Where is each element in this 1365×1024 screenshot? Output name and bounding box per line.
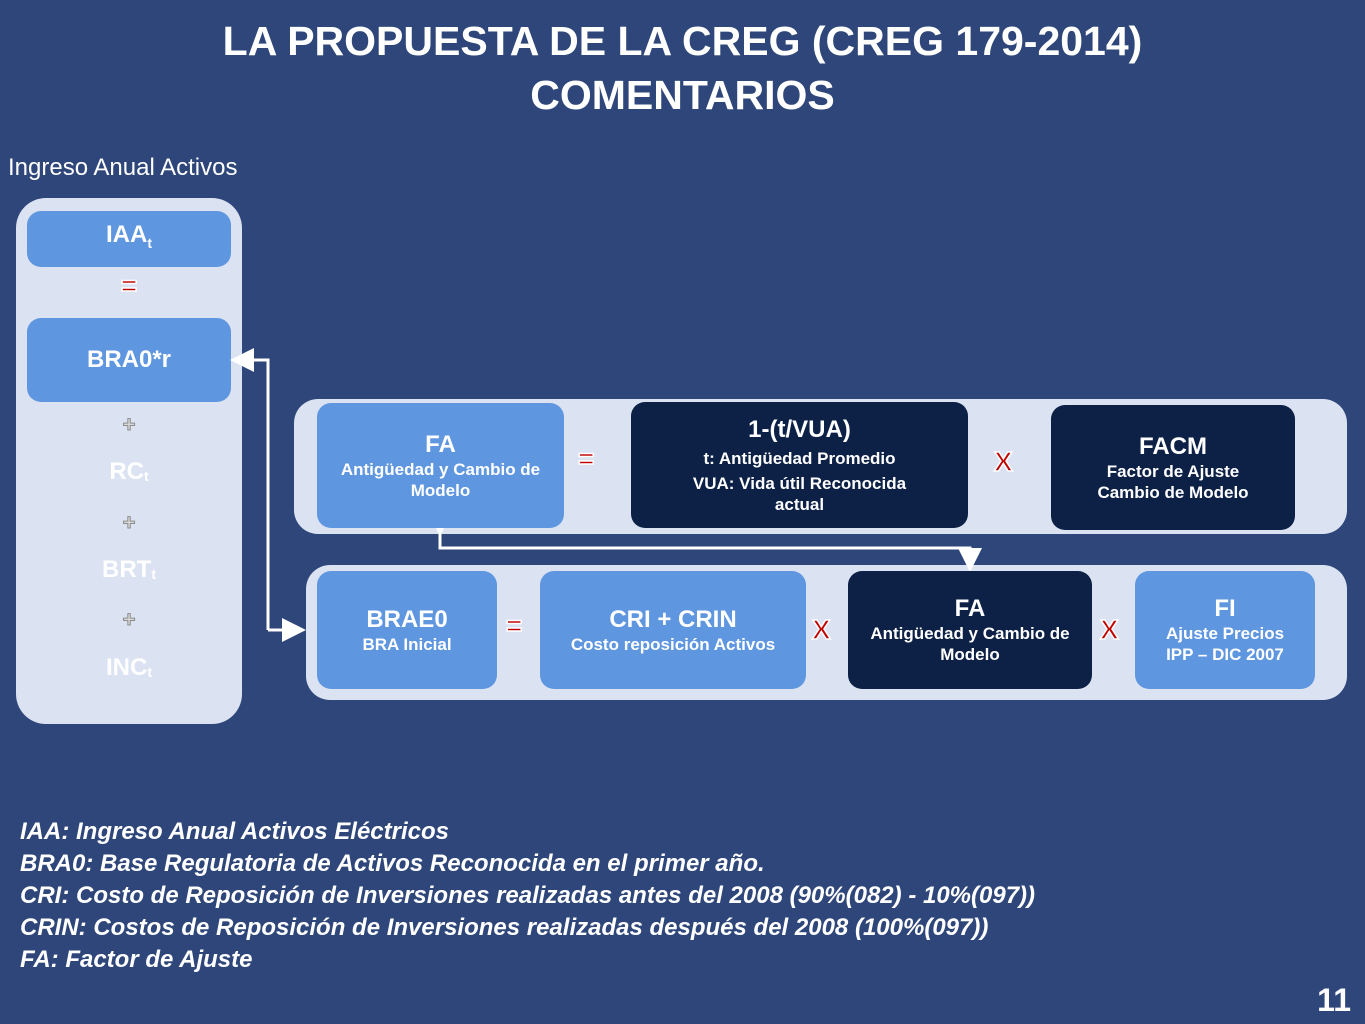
vua-line-2: VUA: Vida útil Reconocida actual <box>692 473 907 514</box>
fa-box-bottom: FA Antigüedad y Cambio de Modelo <box>848 571 1092 689</box>
cri-crin-desc: Costo reposición Activos <box>570 634 776 654</box>
row2-times-sign-1: X <box>811 613 831 646</box>
fi-title: FI <box>1214 595 1236 622</box>
iaa-label: IAA <box>105 221 148 249</box>
brae0-title: BRAE0 <box>366 605 448 633</box>
vua-title: 1-(t/VUA) <box>748 415 851 443</box>
title-line-2: COMENTARIOS <box>530 72 835 118</box>
fa-link-arrow <box>428 512 982 572</box>
fa-top-title: FA <box>425 430 456 458</box>
plus-sign-1: + <box>122 412 136 438</box>
bra0r-box: BRA0*r <box>27 318 231 402</box>
fi-desc: Ajuste Precios IPP – DIC 2007 <box>1165 624 1285 664</box>
note-crin: CRIN: Costos de Reposición de Inversione… <box>20 914 989 941</box>
fa-top-desc: Antigüedad y Cambio de Modelo <box>340 459 541 500</box>
inc-term: INCt <box>16 654 242 682</box>
brt-subscript: t <box>151 566 156 582</box>
cri-crin-box: CRI + CRIN Costo reposición Activos <box>540 571 806 689</box>
section-label: Ingreso Anual Activos <box>8 154 238 181</box>
row1-equals-sign: = <box>577 442 595 475</box>
note-fa: FA: Factor de Ajuste <box>20 946 253 973</box>
title-line-1: LA PROPUESTA DE LA CREG (CREG 179-2014) <box>222 18 1143 64</box>
inc-label: INC <box>105 654 148 681</box>
iaa-box: IAAt <box>27 211 231 267</box>
brt-term: BRTt <box>16 556 242 584</box>
plus-sign-2: + <box>122 510 136 536</box>
bra0r-label: BRA0*r <box>86 346 172 373</box>
cri-crin-title: CRI + CRIN <box>609 605 737 633</box>
vua-line-1: t: Antigüedad Promedio <box>703 448 896 468</box>
fa-bottom-desc: Antigüedad y Cambio de Modelo <box>870 624 1070 664</box>
definitions-notes: IAA: Ingreso Anual Activos Eléctricos BR… <box>20 816 1035 976</box>
left-formula-panel <box>16 198 242 724</box>
rc-subscript: t <box>144 468 149 484</box>
fa-box-top: FA Antigüedad y Cambio de Modelo <box>317 403 564 528</box>
inc-subscript: t <box>147 664 152 680</box>
row2-times-sign-2: X <box>1099 613 1119 646</box>
brt-label: BRT <box>102 556 152 583</box>
page-number: 11 <box>1317 982 1351 1018</box>
row1-times-sign: X <box>993 445 1013 478</box>
note-bra0: BRA0: Base Regulatoria de Activos Recono… <box>20 850 765 877</box>
fa-bottom-title: FA <box>954 595 986 622</box>
rc-label: RC <box>109 458 144 485</box>
facm-box: FACM Factor de Ajuste Cambio de Modelo <box>1051 405 1295 530</box>
brae0-box: BRAE0 BRA Inicial <box>317 571 497 689</box>
row2-equals-sign: = <box>505 609 523 642</box>
bra0-to-brae-arrow <box>230 348 270 630</box>
rc-term: RCt <box>16 458 242 486</box>
note-cri: CRI: Costo de Reposición de Inversiones … <box>20 882 1036 909</box>
iaa-subscript: t <box>147 234 152 251</box>
facm-desc: Factor de Ajuste Cambio de Modelo <box>1097 461 1249 502</box>
facm-title: FACM <box>1139 432 1207 460</box>
note-iaa: IAA: Ingreso Anual Activos Eléctricos <box>20 818 449 845</box>
brae0-desc: BRA Inicial <box>362 634 452 654</box>
fi-box: FI Ajuste Precios IPP – DIC 2007 <box>1135 571 1315 689</box>
vua-box: 1-(t/VUA) t: Antigüedad Promedio VUA: Vi… <box>631 402 968 528</box>
page-title: LA PROPUESTA DE LA CREG (CREG 179-2014) … <box>0 14 1365 122</box>
left-equals-sign: = <box>120 269 138 302</box>
plus-sign-3: + <box>122 607 136 633</box>
